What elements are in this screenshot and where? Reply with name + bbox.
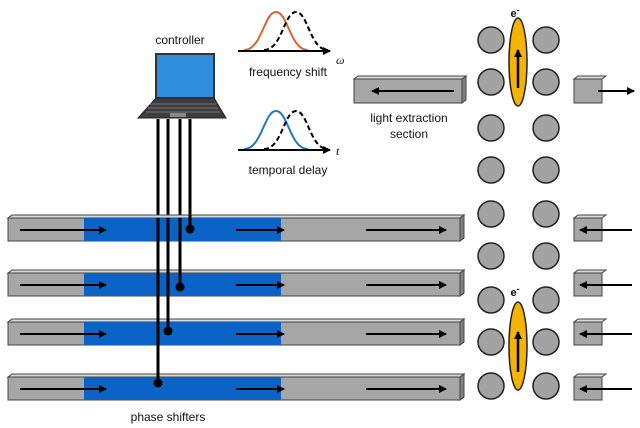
input-stub-3 (572, 318, 632, 346)
pillar-array (477, 26, 560, 400)
waveguide-2 (6, 269, 466, 297)
waveguide-3 (6, 318, 466, 346)
t-symbol: t (336, 144, 340, 158)
pillar (532, 200, 560, 228)
phase-shifter-3 (84, 322, 281, 345)
pillar (532, 156, 560, 184)
pillar (532, 114, 560, 142)
frequency-shift-label: frequency shift (249, 65, 328, 79)
input-stub-2 (572, 269, 632, 297)
pillar (532, 372, 560, 400)
pillar (477, 286, 505, 314)
pillar (477, 114, 505, 142)
control-wires (153, 119, 195, 388)
waveguide-4 (6, 373, 466, 401)
phase-shifter-1 (84, 218, 281, 241)
electron-bunch-top (508, 17, 528, 107)
pillar (532, 26, 560, 54)
input-stub-4 (572, 373, 632, 401)
pillar (532, 286, 560, 314)
pillar (477, 242, 505, 270)
electron-label-top: e- (510, 5, 519, 20)
waveguide-1 (6, 214, 466, 242)
wire-contacts (153, 215, 195, 388)
light-extraction-waveguide (352, 75, 468, 104)
output-stub-top (572, 75, 635, 104)
frequency-shift-inset: ω frequency shift (238, 10, 344, 79)
light-extraction-label-line1: light extraction (370, 111, 447, 125)
phase-shifters-label: phase shifters (131, 410, 206, 424)
pillar (532, 328, 560, 356)
pillar (477, 372, 505, 400)
pillar (532, 242, 560, 270)
omega-symbol: ω (336, 53, 344, 67)
temporal-delay-label: temporal delay (249, 163, 328, 177)
laptop-icon (136, 53, 227, 119)
pillar (477, 26, 505, 54)
pillar (477, 68, 505, 96)
light-extraction-label-line2: section (390, 127, 428, 141)
phase-shifter-4 (84, 377, 281, 400)
pillar (477, 200, 505, 228)
pillar (477, 156, 505, 184)
pillar (477, 328, 505, 356)
temporal-delay-inset: t temporal delay (238, 109, 340, 177)
electron-label-bottom: e- (510, 284, 519, 299)
input-stub-1 (572, 214, 632, 242)
pillar (532, 68, 560, 96)
controller-label: controller (155, 33, 204, 47)
electron-bunch-bottom (508, 301, 528, 391)
